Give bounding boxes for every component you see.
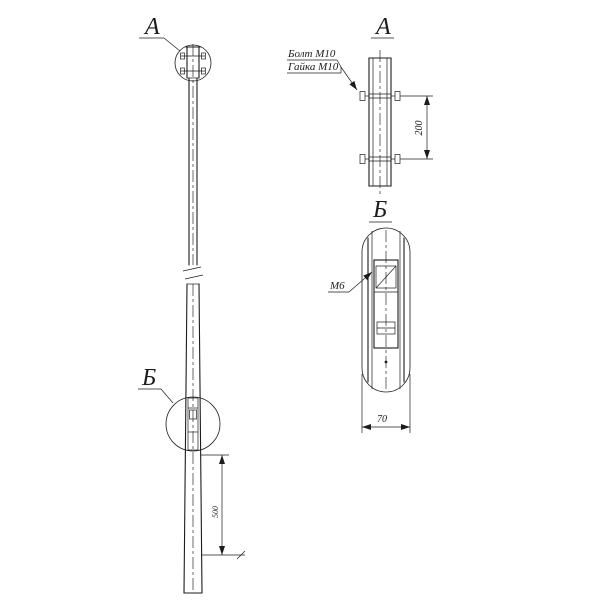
bolt-nut-labels: Болт М10 Гайка М10 (287, 48, 358, 91)
dim-500-text: 500 (211, 506, 220, 518)
elevation-hatch (187, 397, 199, 451)
detail-b-boundary (361, 227, 411, 393)
dim-200-text: 200 (414, 121, 425, 136)
upper-pole (188, 44, 198, 266)
detail-a-title: А (371, 14, 394, 40)
lower-pole (183, 283, 203, 594)
bolt-row-top (359, 91, 402, 101)
dimension-200: 200 (402, 95, 433, 160)
detail-b-callout: Б (138, 365, 174, 404)
detail-view-b: Б М6 (328, 197, 411, 433)
dimension-70: 70 (361, 374, 411, 433)
detail-a-callout: А (139, 14, 181, 52)
detail-b-hatch (373, 259, 399, 364)
bolt-row-bottom (359, 154, 402, 164)
nut-label: Гайка М10 (287, 61, 339, 73)
detail-view-a: А Болт М10 Гайка М10 (287, 14, 433, 194)
break-marks (182, 266, 204, 280)
detail-a-column (368, 50, 392, 194)
dimension-500: 500 (201, 454, 246, 560)
m6-label: М6 (329, 280, 345, 292)
detail-a-letter: А (374, 14, 391, 40)
callout-b-letter: Б (141, 365, 156, 391)
pole-elevation-view: А (138, 14, 246, 594)
callout-a-letter: А (143, 14, 160, 40)
m6-label-group: М6 (328, 271, 373, 293)
detail-b-letter: Б (372, 197, 387, 223)
bolt-label: Болт М10 (287, 48, 336, 60)
detail-b-pole-walls (367, 230, 405, 390)
dim-70-text: 70 (377, 414, 387, 425)
detail-b-bubble (165, 396, 221, 452)
detail-b-title: Б (369, 197, 392, 223)
